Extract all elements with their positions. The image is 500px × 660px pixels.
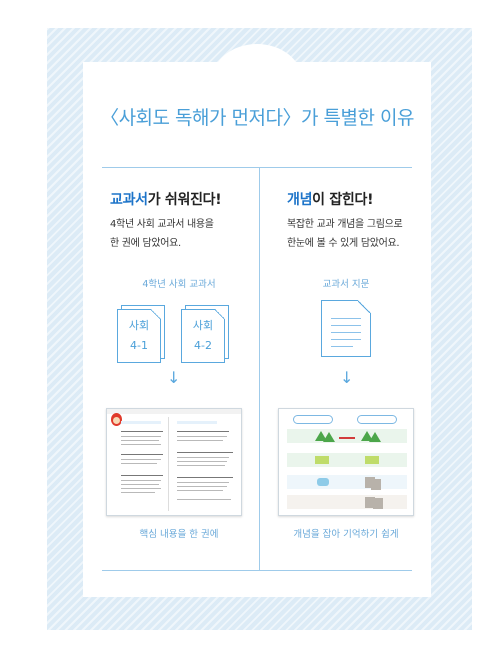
mountain-icon xyxy=(361,431,373,441)
thumbnail-header-bar xyxy=(107,409,241,414)
mini-line xyxy=(121,488,161,489)
left-title-rest: 가 쉬워진다! xyxy=(147,192,222,208)
left-title: 교과서가 쉬워진다! xyxy=(110,189,222,209)
mini-heading xyxy=(121,421,161,424)
mini-line xyxy=(121,475,163,476)
document-corner xyxy=(358,300,371,313)
mini-line xyxy=(121,431,163,432)
building-icon xyxy=(365,497,375,508)
down-arrow-icon: ↓ xyxy=(340,368,354,387)
mini-line xyxy=(177,482,229,483)
document-line xyxy=(331,318,361,319)
concept-diagram-thumbnail xyxy=(278,408,414,516)
right-desc-line-1: 복잡한 교과 개념을 그림으로 xyxy=(287,219,403,230)
book-icon: 사회 4-2 xyxy=(181,309,225,363)
right-description: 복잡한 교과 개념을 그림으로 한눈에 볼 수 있게 담았어요. xyxy=(287,215,403,253)
document-icon xyxy=(321,300,371,357)
mountain-icon xyxy=(323,432,335,442)
mini-line xyxy=(121,440,159,441)
column-divider xyxy=(259,167,260,570)
left-bottom-caption: 핵심 내용을 한 권에 xyxy=(139,529,219,540)
diagram-row-city xyxy=(287,495,407,509)
right-bottom-caption: 개념을 잡아 기억하기 쉽게 xyxy=(293,529,399,540)
bottom-divider xyxy=(102,570,412,571)
book-title: 사회 xyxy=(192,319,214,332)
right-title: 개념이 잡힌다! xyxy=(287,189,373,209)
book-icon: 사회 4-1 xyxy=(117,309,161,363)
diagram-row-water xyxy=(287,475,407,489)
book-corner xyxy=(151,309,161,319)
left-desc-line-2: 한 권에 담았어요. xyxy=(110,238,181,249)
mini-line xyxy=(177,431,229,432)
mini-line xyxy=(177,436,227,437)
mini-line xyxy=(177,499,231,500)
top-divider xyxy=(102,167,412,168)
left-description: 4학년 사회 교과서 내용을 한 권에 담았어요. xyxy=(110,215,214,253)
field-icon xyxy=(365,456,379,464)
page-headline: 〈사회도 독해가 먼저다〉가 특별한 이유 xyxy=(100,107,414,129)
water-icon xyxy=(317,478,329,486)
mini-line xyxy=(177,490,223,491)
card-tab-bump xyxy=(212,44,302,104)
mountain-icon xyxy=(369,432,381,442)
mascot-face-icon xyxy=(113,417,120,424)
mini-line xyxy=(177,477,233,478)
mini-line xyxy=(177,461,227,462)
building-icon xyxy=(371,479,381,490)
mini-line xyxy=(121,484,159,485)
mini-line xyxy=(177,452,233,453)
diagram-row-mountain xyxy=(287,429,407,443)
building-icon xyxy=(365,477,375,488)
book-volume: 4-1 xyxy=(130,339,148,352)
diagram-pill-right xyxy=(357,415,397,424)
book-title: 사회 xyxy=(128,319,150,332)
diagram-row-field xyxy=(287,453,407,467)
document-line xyxy=(331,325,361,326)
right-icon-caption: 교과서 지문 xyxy=(322,279,370,290)
diagram-pill-left xyxy=(293,415,333,424)
mini-line xyxy=(121,480,161,481)
right-title-rest: 이 잡힌다! xyxy=(312,192,374,208)
right-desc-line-2: 한눈에 볼 수 있게 담았어요. xyxy=(287,238,400,249)
book-volume: 4-2 xyxy=(194,339,212,352)
mini-line xyxy=(121,454,163,455)
mini-line xyxy=(121,492,155,493)
left-icon-caption: 4학년 사회 교과서 xyxy=(142,279,216,290)
document-line xyxy=(331,332,361,333)
textbook-spread-thumbnail xyxy=(106,408,242,516)
mini-line xyxy=(177,440,223,441)
mini-line xyxy=(121,459,161,460)
building-icon xyxy=(373,498,383,509)
document-line xyxy=(331,339,361,340)
left-title-accent: 교과서 xyxy=(110,192,148,208)
mountain-icon xyxy=(315,431,327,441)
down-arrow-icon: ↓ xyxy=(167,368,181,387)
field-icon xyxy=(315,456,329,464)
mini-line xyxy=(121,444,161,445)
right-title-accent: 개념 xyxy=(287,192,313,208)
spread-gutter xyxy=(168,417,169,511)
diagram-connector xyxy=(339,437,355,439)
mini-line xyxy=(121,463,157,464)
mini-line xyxy=(121,436,161,437)
mini-heading xyxy=(177,421,217,424)
mini-line xyxy=(177,486,227,487)
document-line xyxy=(331,346,353,347)
book-corner xyxy=(215,309,225,319)
mini-line xyxy=(177,465,225,466)
mini-line xyxy=(177,457,229,458)
left-desc-line-1: 4학년 사회 교과서 내용을 xyxy=(110,219,214,230)
